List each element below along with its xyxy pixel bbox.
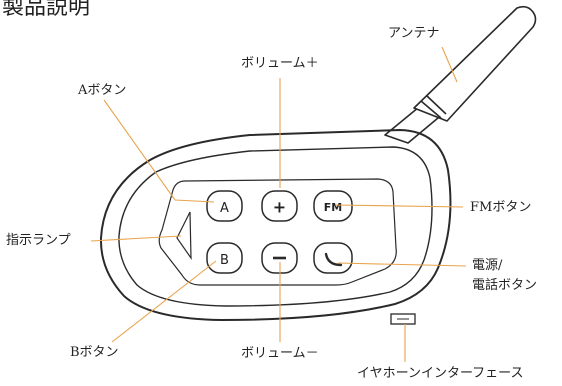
page-title: 製品説明 <box>2 0 91 20</box>
a-button-label: A <box>220 201 229 216</box>
leader-b-button <box>111 260 217 343</box>
phone-handset-icon <box>324 252 343 267</box>
earphone-port <box>390 313 416 325</box>
headset-body <box>99 129 452 321</box>
label-fm-button: FMボタン <box>470 200 532 215</box>
volume-down-button[interactable] <box>261 242 298 274</box>
label-b-button: Bボタン <box>70 345 119 360</box>
b-button[interactable]: B <box>206 242 243 274</box>
label-power-call-line2: 電話ボタン <box>472 278 538 293</box>
leader-power-call <box>337 262 467 267</box>
label-indicator-lamp: 指示ランプ <box>6 233 71 248</box>
plus-label: + <box>273 198 286 217</box>
leader-indicator-lamp <box>90 235 182 242</box>
b-button-label: B <box>220 253 229 268</box>
label-earphone-interface: イヤホーンインターフェース <box>357 366 524 381</box>
leader-antenna <box>441 46 458 83</box>
leader-fm-button <box>334 204 464 208</box>
fm-button-label: FM <box>324 201 342 214</box>
leader-a-button <box>103 99 215 203</box>
label-power-call-line1: 電源/ <box>472 258 503 273</box>
power-call-button[interactable] <box>313 242 353 274</box>
label-volume-down: ボリューム－ <box>241 346 319 361</box>
label-antenna: アンテナ <box>388 26 440 41</box>
antenna <box>384 5 537 144</box>
indicator-lamp <box>176 211 192 260</box>
label-volume-up: ボリューム＋ <box>241 56 319 71</box>
label-a-button: Aボタン <box>78 83 127 98</box>
fm-button[interactable]: FM <box>313 190 353 222</box>
a-button[interactable]: A <box>206 190 243 222</box>
volume-up-button[interactable]: + <box>261 190 298 222</box>
leader-lines <box>90 46 467 362</box>
